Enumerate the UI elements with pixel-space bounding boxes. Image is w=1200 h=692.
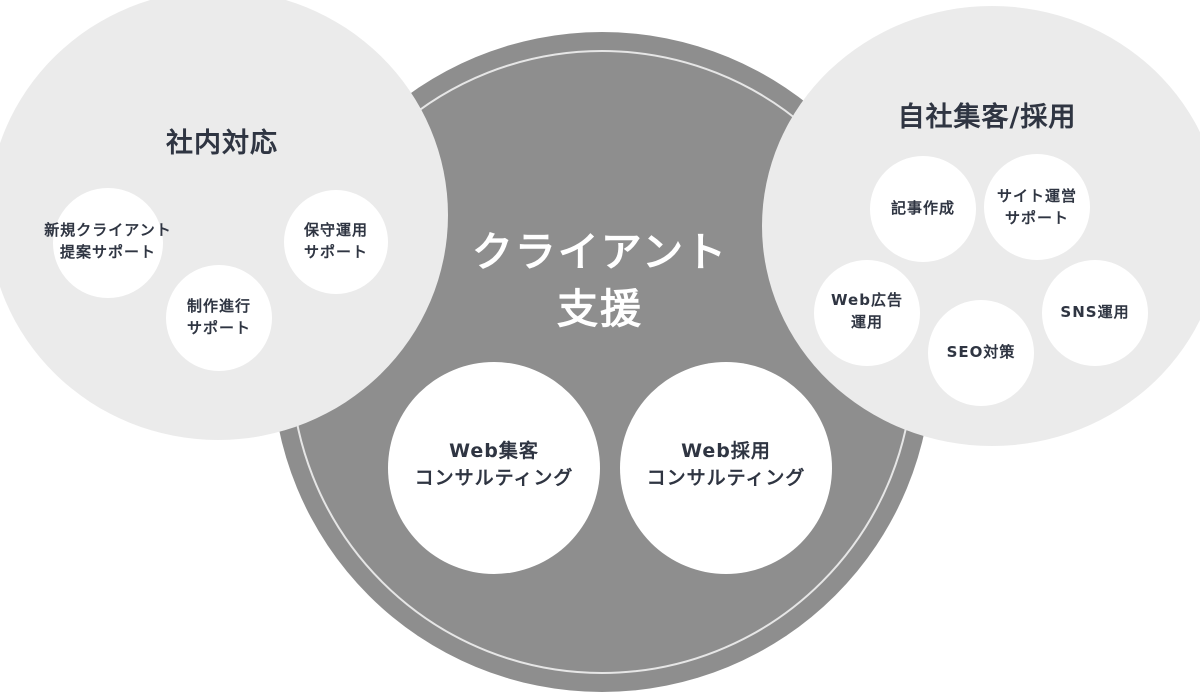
label-site-operation-support: サイト運営 サポート — [996, 187, 1077, 227]
own-marketing-title: 自社集客/採用 — [897, 102, 1077, 133]
label-new-client-proposal: 新規クライアント 提案サポート — [44, 221, 172, 261]
label-sns: SNS運用 — [1060, 303, 1130, 321]
node-new-client-proposal — [53, 188, 163, 298]
node-seo — [928, 300, 1034, 406]
node-web-recruiting-consulting — [620, 362, 832, 574]
node-maintenance-support — [284, 190, 388, 294]
node-web-marketing-consulting — [388, 362, 600, 574]
client-support-title-line2: 支援 — [557, 284, 643, 333]
client-support-title-line1: クライアント — [471, 228, 729, 276]
node-sns — [1042, 260, 1148, 366]
label-web-recruiting-consulting: Web採用 コンサルティング — [646, 440, 806, 489]
client-support-title: クライアント 支援 — [445, 224, 755, 337]
node-article-writing — [870, 156, 976, 262]
node-production-support — [166, 265, 272, 371]
node-web-ads — [814, 260, 920, 366]
label-maintenance-support: 保守運用 サポート — [303, 221, 368, 261]
internal-support-title: 社内対応 — [166, 128, 278, 159]
label-article-writing: 記事作成 — [890, 199, 955, 217]
label-seo: SEO対策 — [946, 343, 1016, 361]
label-web-marketing-consulting: Web集客 コンサルティング — [414, 440, 574, 489]
label-web-ads: Web広告 運用 — [831, 291, 903, 331]
node-site-operation-support — [984, 154, 1090, 260]
label-production-support: 制作進行 サポート — [186, 297, 251, 337]
